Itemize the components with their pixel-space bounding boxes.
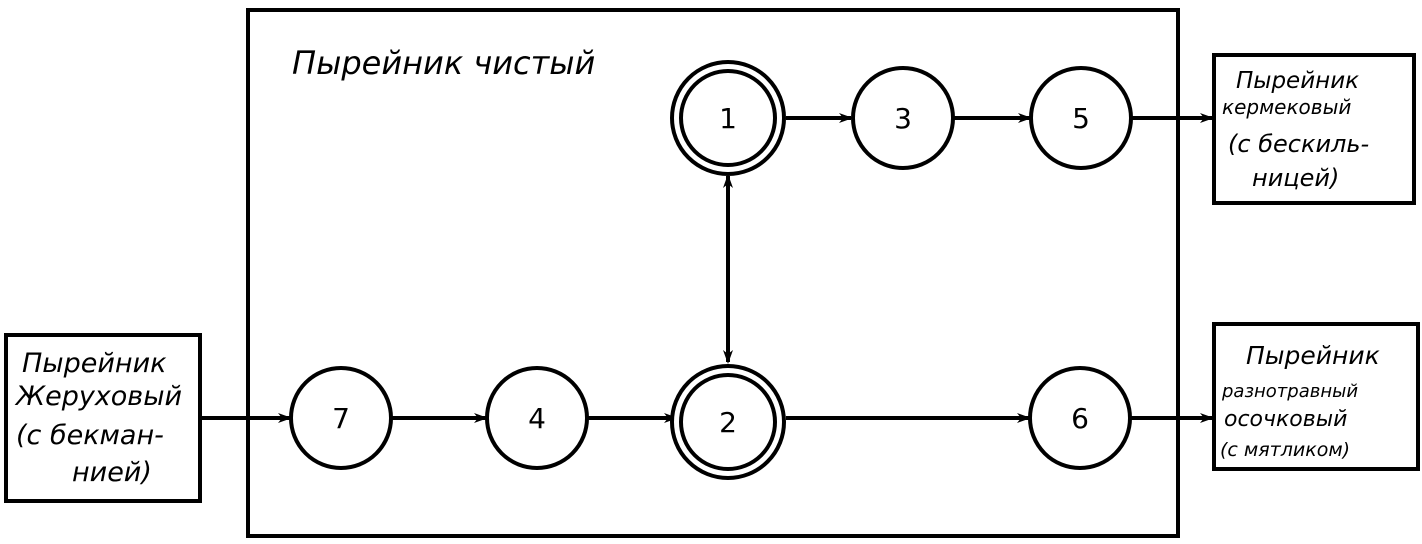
node-4-label: 4: [528, 402, 546, 435]
box-top-right-line-3: (с бескиль-: [1228, 130, 1369, 158]
node-3: 3: [851, 66, 955, 170]
node-7-label: 7: [332, 402, 350, 435]
node-2-label: 2: [719, 406, 737, 439]
box-bottom-right-text: Пырейник разнотравный осочковый (с мятли…: [1220, 341, 1380, 461]
box-left-line-4: нией): [72, 457, 152, 488]
node-1-label: 1: [719, 102, 737, 135]
box-top-right-line-2: кермековый: [1222, 95, 1351, 119]
box-top-right-line-1: Пырейник: [1236, 68, 1359, 94]
node-1: 1: [670, 60, 786, 176]
box-top-right-line-4: ницей): [1252, 164, 1339, 192]
node-7: 7: [289, 366, 393, 470]
box-top-right: [1212, 53, 1416, 205]
box-left-line-2: Жеруховый: [14, 381, 182, 412]
box-bottom-right: [1212, 322, 1420, 471]
box-left: [4, 333, 202, 503]
main-title: Пырейник чистый: [292, 44, 595, 82]
node-6: 6: [1028, 366, 1132, 470]
box-left-line-3: (с бекман-: [16, 420, 164, 451]
box-bottom-right-line-4: (с мятликом): [1220, 439, 1350, 461]
node-3-label: 3: [894, 102, 912, 135]
box-left-line-1: Пырейник: [22, 348, 167, 379]
box-left-text: Пырейник Жеруховый (с бекман- нией): [14, 348, 182, 488]
node-6-label: 6: [1071, 402, 1089, 435]
node-5-label: 5: [1072, 102, 1090, 135]
node-5: 5: [1029, 66, 1133, 170]
box-bottom-right-line-2: разнотравный: [1221, 381, 1358, 402]
node-2: 2: [670, 364, 786, 480]
box-bottom-right-line-1: Пырейник: [1246, 341, 1380, 370]
box-top-right-text: Пырейник кермековый (с бескиль- ницей): [1222, 68, 1369, 192]
box-bottom-right-line-3: осочковый: [1224, 407, 1347, 432]
node-4: 4: [485, 366, 589, 470]
